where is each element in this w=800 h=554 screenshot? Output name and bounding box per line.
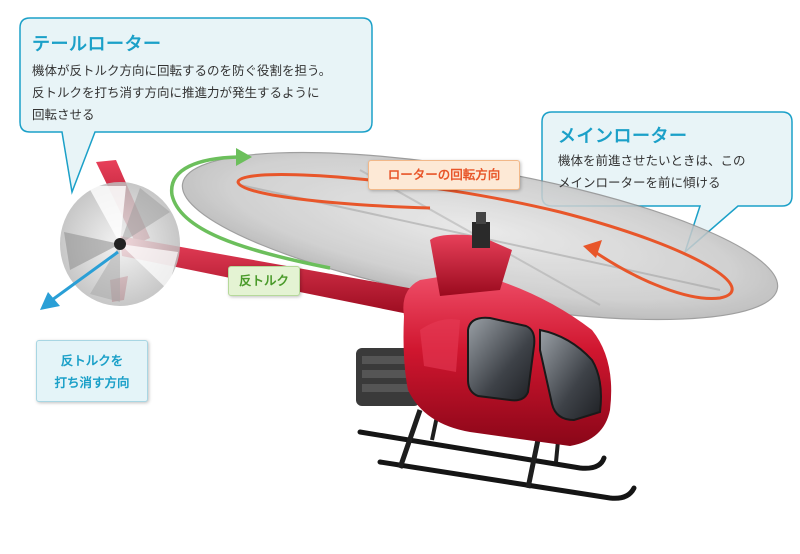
main-rotor-bubble (541, 111, 793, 255)
anti-torque-arrow (170, 148, 331, 270)
main-rotor-title: メインローター (558, 126, 688, 147)
tail-rotor-bubble (19, 17, 373, 195)
engine (356, 348, 420, 406)
counter-torque-arrow (40, 250, 119, 310)
anti-torque-label: 反トルク (228, 266, 300, 296)
tail-rotor-line-1: 機体が反トルク方向に回転するのを防ぐ役割を担う。 (32, 63, 332, 78)
main-rotor-line-1: 機体を前進させたいときは、この (558, 153, 746, 168)
tail-rotor-line-2: 反トルクを打ち消す方向に推進力が発生するように (32, 85, 320, 100)
counter-torque-line-1: 反トルクを (60, 353, 124, 368)
main-rotor-description: 機体を前進させたいときは、この メインローターを前に傾ける (558, 150, 746, 194)
tail-rotor-line-3: 回転させる (32, 107, 95, 122)
counter-torque-line-2: 打ち消す方向 (54, 375, 130, 390)
rotor-rotation-label: ローターの回転方向 (368, 160, 520, 190)
main-rotor-line-2: メインローターを前に傾ける (558, 175, 721, 190)
tail-rotor-description: 機体が反トルク方向に回転するのを防ぐ役割を担う。 反トルクを打ち消す方向に推進力… (32, 60, 331, 126)
counter-torque-label: 反トルクを 打ち消す方向 (36, 340, 148, 402)
rotor-rotation-arrow (236, 173, 734, 301)
tail-rotor-title: テールローター (32, 34, 162, 55)
fuselage (403, 212, 612, 446)
tail-rotor (60, 182, 180, 306)
